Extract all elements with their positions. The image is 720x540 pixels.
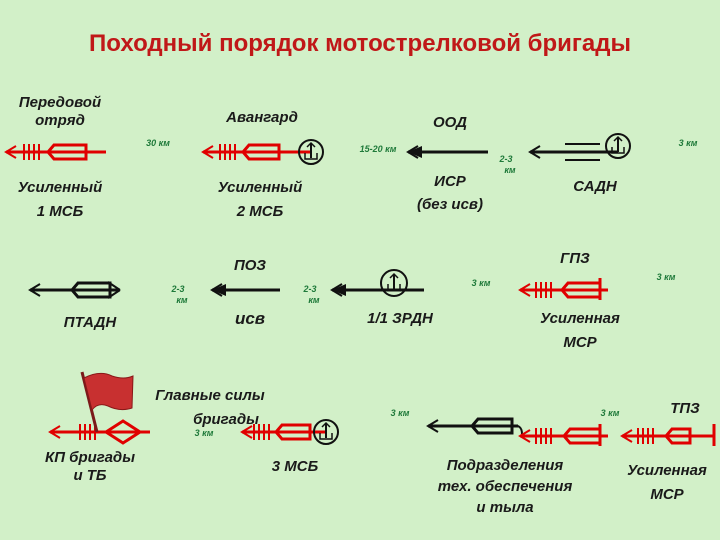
- ood-arrow-symbol: [406, 145, 488, 159]
- distance-label-unit: км: [176, 295, 188, 305]
- distance-label: 2-3 км: [165, 284, 191, 306]
- kp-label-line-2: и ТБ: [73, 467, 107, 484]
- ptadn-symbol: [28, 281, 121, 299]
- main-forces-heading-line-1: Главные силы: [155, 387, 265, 404]
- support-units-label-line-3: и тыла: [476, 499, 534, 516]
- distance-label: 3 км: [656, 272, 676, 282]
- ood-label-line-1: ИСР: [434, 173, 466, 190]
- support-units-label-line-1: Подразделения: [446, 457, 564, 474]
- sadn-label: САДН: [573, 178, 617, 195]
- kp-label-line-1: КП бригады: [44, 449, 136, 466]
- distance-label-unit: км: [504, 165, 516, 175]
- zrdn-label: 1/1 ЗРДН: [367, 310, 433, 327]
- page-title: Походный порядок мотострелковой бригады: [89, 30, 631, 57]
- distance-label: 3 км: [678, 138, 698, 148]
- poz-label: исв: [234, 309, 266, 328]
- ood-label-line-2: (без исв): [416, 196, 483, 213]
- advance-guard-label: Усиленный 2 МСБ: [200, 176, 320, 224]
- distance-label-value: 2-3: [171, 284, 185, 294]
- kp-label: КП бригады и ТБ: [30, 449, 150, 485]
- distance-label: 30 км: [146, 138, 170, 148]
- distance-label-value: 2-3: [499, 154, 513, 164]
- main-forces-heading: Главные силы бригады: [140, 384, 280, 432]
- gpz-label: Усиленная МСР: [520, 307, 640, 355]
- support-units-label-line-2: тех. обеспечения: [437, 478, 573, 495]
- ood-heading: ООД: [433, 114, 467, 131]
- tpz-label-line-2: МСР: [650, 486, 684, 503]
- ptadn-label: ПТАДН: [63, 314, 117, 331]
- forward-detachment-label-line-2: 1 МСБ: [36, 203, 84, 220]
- distance-label: 3 км: [471, 278, 491, 288]
- tpz-label: Усиленная МСР: [612, 459, 720, 507]
- support-units-symbol: [426, 417, 523, 435]
- advance-guard-label-line-1: Усиленный: [217, 179, 303, 196]
- distance-label: 2-3 км: [493, 154, 519, 176]
- ood-label: ИСР (без исв): [395, 170, 505, 216]
- forward-detachment-heading: Передовой отряд: [10, 92, 110, 132]
- sadn-symbol: [528, 133, 631, 161]
- tpz-symbol: [518, 424, 716, 446]
- advance-guard-symbol: [201, 139, 324, 165]
- poz-arrow-symbol: [210, 283, 280, 297]
- distance-label: 3 км: [600, 408, 620, 418]
- poz-heading: ПОЗ: [233, 257, 267, 274]
- advance-guard-label-line-2: 2 МСБ: [236, 203, 284, 220]
- distance-label: 3 км: [194, 428, 214, 438]
- forward-detachment-heading-line-2: отряд: [35, 112, 85, 129]
- gpz-label-line-2: МСР: [563, 334, 597, 351]
- support-units-label: Подразделения тех. обеспечения и тыла: [415, 455, 595, 518]
- distance-label: 3 км: [390, 408, 410, 418]
- distance-label-value: 2-3: [303, 284, 317, 294]
- forward-detachment-label: Усиленный 1 МСБ: [0, 176, 120, 224]
- gpz-heading: ГПЗ: [560, 250, 590, 267]
- main-forces-heading-line-2: бригады: [193, 411, 259, 428]
- tpz-label-line-1: Усиленная: [627, 462, 707, 479]
- distance-label-unit: км: [308, 295, 320, 305]
- advance-guard-heading: Авангард: [226, 109, 298, 126]
- msb3-symbol: [240, 419, 339, 445]
- msb3-label: 3 МСБ: [271, 458, 319, 475]
- zrdn-symbol: [330, 269, 424, 297]
- kp-symbol: [48, 419, 150, 445]
- distance-label: 15-20 км: [359, 144, 397, 154]
- distance-label: 2-3 км: [297, 284, 323, 306]
- flag-icon: [80, 371, 134, 433]
- gpz-label-line-1: Усиленная: [540, 310, 620, 327]
- forward-detachment-symbol: [4, 143, 106, 161]
- gpz-symbol: [518, 278, 608, 300]
- forward-detachment-heading-line-1: Передовой: [18, 94, 102, 111]
- tpz-heading: ТПЗ: [670, 400, 700, 417]
- forward-detachment-label-line-1: Усиленный: [17, 179, 103, 196]
